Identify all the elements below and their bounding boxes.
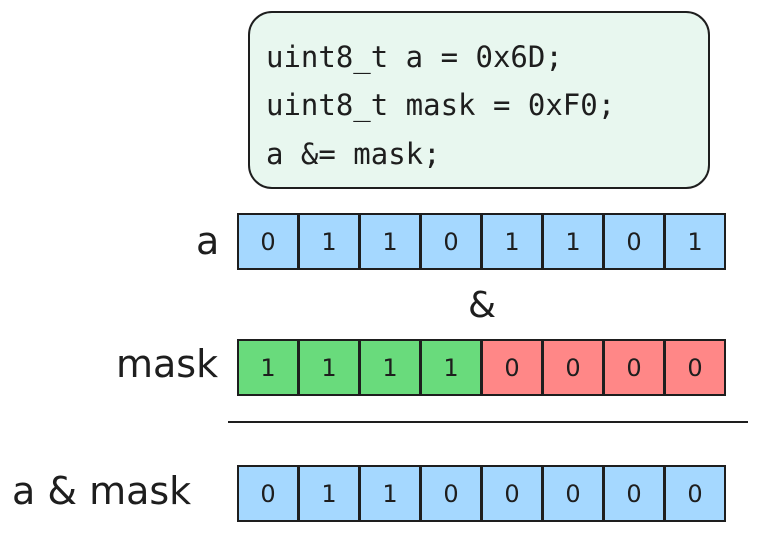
row-label-mask: mask (116, 342, 219, 386)
row-label-result: a & mask (12, 469, 192, 513)
bit-cell-result-3: 0 (420, 465, 482, 522)
bit-cell-a-0: 0 (237, 213, 299, 270)
bit-cell-a-2: 1 (359, 213, 421, 270)
bit-cell-a-5: 1 (542, 213, 604, 270)
bit-cell-a-6: 0 (603, 213, 665, 270)
bit-cell-mask-6: 0 (603, 339, 665, 396)
bit-cell-mask-5: 0 (542, 339, 604, 396)
and-operator: & (468, 285, 497, 326)
bit-cell-mask-7: 0 (664, 339, 726, 396)
bit-cell-a-4: 1 (481, 213, 543, 270)
bit-cell-result-6: 0 (603, 465, 665, 522)
bit-cell-result-5: 0 (542, 465, 604, 522)
code-snippet-box: uint8_t a = 0x6D; uint8_t mask = 0xF0; a… (248, 11, 710, 189)
bit-cell-a-1: 1 (298, 213, 360, 270)
code-line-2: uint8_t mask = 0xF0; (266, 88, 616, 122)
bit-cell-result-1: 1 (298, 465, 360, 522)
code-line-3: a &= mask; (266, 137, 441, 171)
result-divider-line (228, 421, 748, 423)
bit-cell-result-2: 1 (359, 465, 421, 522)
bit-cell-mask-3: 1 (420, 339, 482, 396)
bit-cell-mask-2: 1 (359, 339, 421, 396)
bit-cell-result-0: 0 (237, 465, 299, 522)
bit-cell-mask-4: 0 (481, 339, 543, 396)
bit-cell-mask-1: 1 (298, 339, 360, 396)
bit-cell-result-7: 0 (664, 465, 726, 522)
bit-cell-a-7: 1 (664, 213, 726, 270)
code-line-1: uint8_t a = 0x6D; (266, 40, 563, 74)
bit-cell-a-3: 0 (420, 213, 482, 270)
bit-cell-result-4: 0 (481, 465, 543, 522)
row-label-a: a (196, 219, 220, 263)
bit-cell-mask-0: 1 (237, 339, 299, 396)
